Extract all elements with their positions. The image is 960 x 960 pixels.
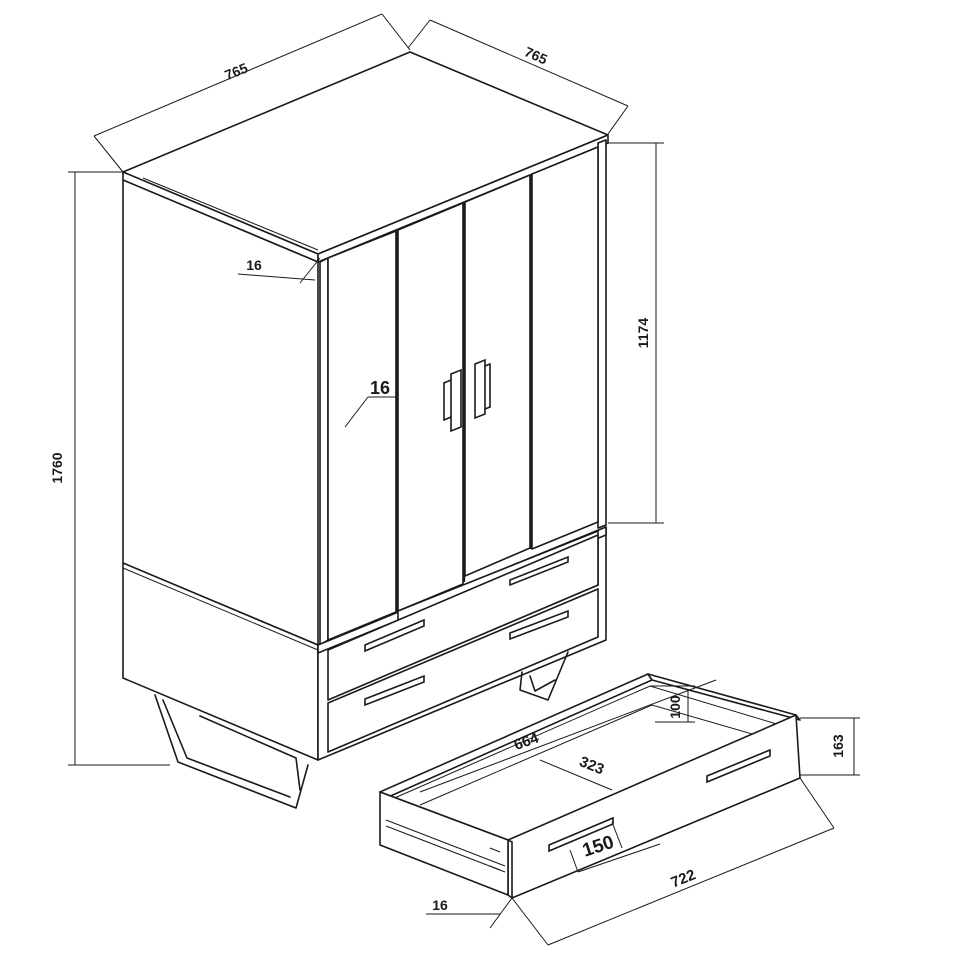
body-drawer-handle-3 xyxy=(509,609,569,641)
wardrobe-legs xyxy=(154,651,569,809)
door-handle-right xyxy=(474,358,491,420)
dim-side-thickness: 16 xyxy=(246,257,262,273)
wardrobe-body xyxy=(122,51,609,809)
dimension-lines xyxy=(68,13,860,946)
dim-total-height: 1760 xyxy=(49,452,65,483)
open-drawer-handle-far xyxy=(706,748,771,784)
dim-drawer-inner-width: 323 xyxy=(577,753,607,778)
dim-door-thickness: 16 xyxy=(370,378,390,398)
dim-drawer-front-thickness: 16 xyxy=(432,897,448,913)
dim-drawer-width: 722 xyxy=(669,866,699,891)
dim-top-depth-right: 765 xyxy=(522,43,550,67)
body-drawer-handle-1 xyxy=(509,555,569,587)
dim-drawer-height-inner: 100 xyxy=(667,695,683,719)
dim-door-height: 1174 xyxy=(635,318,651,349)
dim-drawer-height-outer: 163 xyxy=(830,734,846,758)
open-drawer xyxy=(379,673,801,899)
body-drawer-handle-2 xyxy=(364,618,425,653)
door-handle-left xyxy=(443,368,462,433)
body-drawer-handle-4 xyxy=(364,674,425,707)
dim-top-width-left: 765 xyxy=(222,59,250,83)
